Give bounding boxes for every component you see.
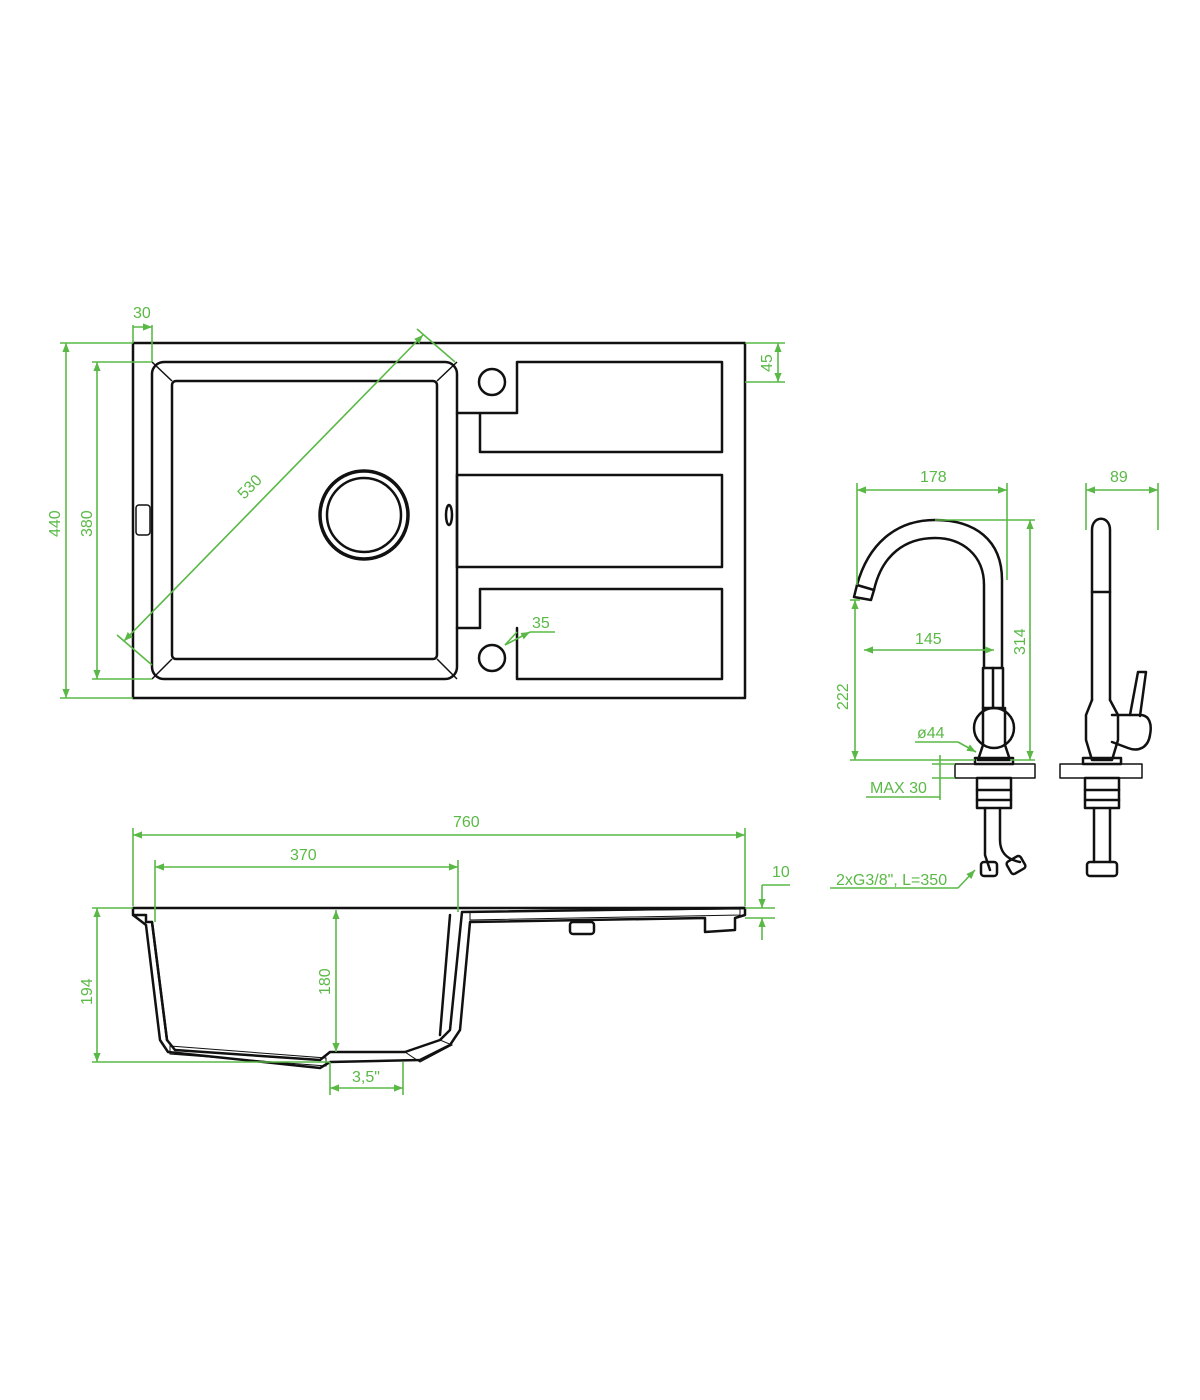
drainer-bottom: [455, 587, 724, 681]
dim-drain-offset: 45: [759, 354, 776, 372]
bowl-outer: [150, 360, 459, 681]
faucet-side-body: [1090, 517, 1112, 702]
overflow: [135, 504, 151, 536]
dim-hoses: 2xG3/8", L=350: [836, 872, 947, 889]
dim-faucet-spout-reach: 145: [915, 631, 942, 648]
dim-faucet-side-width: 89: [1110, 469, 1128, 486]
sink-section-outline: [131, 906, 747, 1070]
sink-outline: [131, 341, 747, 700]
faucet-front-view: [852, 518, 1036, 878]
drainer-top: [455, 360, 724, 454]
dim-bowl-length: 370: [290, 847, 317, 864]
faucet-hoses: [983, 806, 1022, 872]
dim-faucet-height: 314: [1012, 628, 1029, 655]
faucet-nut: [975, 776, 1013, 810]
drain-inner: [325, 476, 403, 554]
dim-max-countertop: MAX 30: [870, 780, 927, 797]
countertop-left: [954, 763, 1036, 779]
bowl-inner: [170, 379, 439, 661]
faucet-lever-knob: [972, 706, 1016, 750]
dim-tap-hole-offset: 35: [532, 615, 550, 632]
dim-faucet-spout-height: 222: [835, 683, 852, 710]
faucet-front-dimensions: 178 314 145 222 ø44 MAX 30 2xG3/8", L=35…: [830, 469, 1035, 889]
dim-bowl-height: 180: [317, 968, 334, 995]
dim-overall-depth: 440: [47, 510, 64, 537]
tap-hole-top: [477, 367, 507, 397]
dim-drainer-height: 10: [772, 864, 790, 881]
tap-hole-bottom: [477, 643, 507, 673]
drain-outer: [318, 469, 410, 561]
faucet-side-dimensions: 89: [1085, 469, 1159, 530]
faucet-side-view: [1059, 517, 1152, 878]
side-section-dimensions: 760 370 10 194 180 3,5": [79, 814, 790, 1095]
dim-bowl-depth: 380: [79, 510, 96, 537]
faucet-side-lever: [1110, 713, 1152, 751]
dim-bowl-diagonal: 530: [235, 472, 266, 503]
sink-top-view: [131, 341, 747, 700]
drainer-support: [568, 920, 596, 936]
dim-overall-length: 760: [453, 814, 480, 831]
dim-rim-offset: 30: [133, 305, 151, 322]
overflow-right: [444, 503, 454, 527]
dim-overall-height: 194: [79, 978, 96, 1005]
dim-faucet-reach: 178: [920, 469, 947, 486]
sink-side-section: [131, 906, 747, 1070]
dim-waste-size: 3,5": [352, 1069, 380, 1086]
dim-faucet-base-diameter: ø44: [917, 725, 945, 742]
drainer-middle: [455, 473, 724, 569]
